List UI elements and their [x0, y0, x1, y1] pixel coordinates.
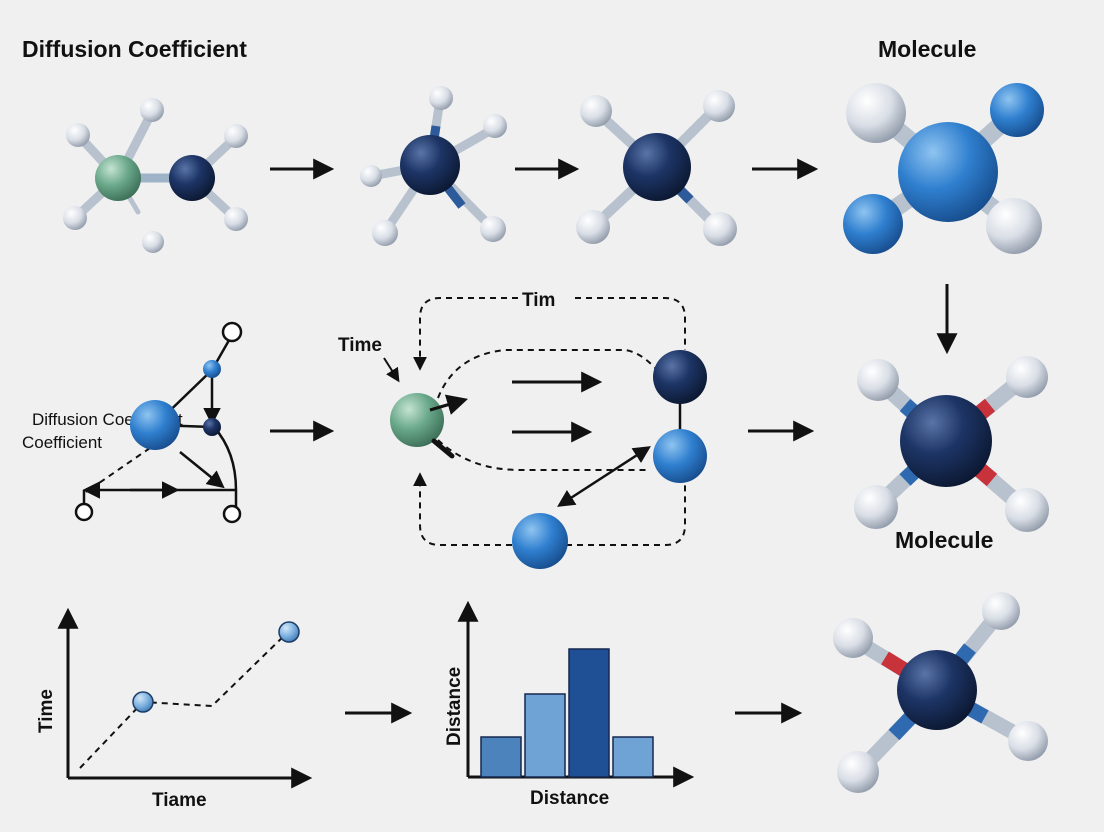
hist-x-label: Distance [530, 788, 609, 809]
title-left: Diffusion Coefficient [22, 36, 247, 62]
diffusion-diagram: Diffusion Coefficient Coefficient [22, 321, 243, 524]
cycle-diagram: Tim Time [338, 290, 707, 569]
molecule-c [576, 90, 737, 246]
molecule-red-2 [833, 592, 1048, 793]
molecule-b [360, 86, 507, 246]
histogram-bar [480, 736, 522, 778]
molecule-red-1 [854, 356, 1049, 532]
title-right: Molecule [878, 36, 976, 62]
diffusion-label-2: Coefficient [22, 433, 102, 452]
histogram-bar [568, 648, 610, 778]
time-graph: Time Tiame [36, 607, 313, 811]
distance-histogram: Distance Distance [444, 600, 695, 809]
histogram-bar [612, 736, 654, 778]
graph-x-label: Tiame [152, 790, 207, 811]
tim-label: Tim [522, 290, 555, 311]
time-label: Time [338, 335, 382, 356]
molecule-large [843, 83, 1044, 254]
molecule-a [63, 98, 248, 253]
hist-y-label: Distance [444, 667, 465, 746]
histogram-bar [524, 693, 566, 778]
graph-y-label: Time [36, 689, 57, 733]
molecule-label: Molecule [895, 527, 993, 553]
